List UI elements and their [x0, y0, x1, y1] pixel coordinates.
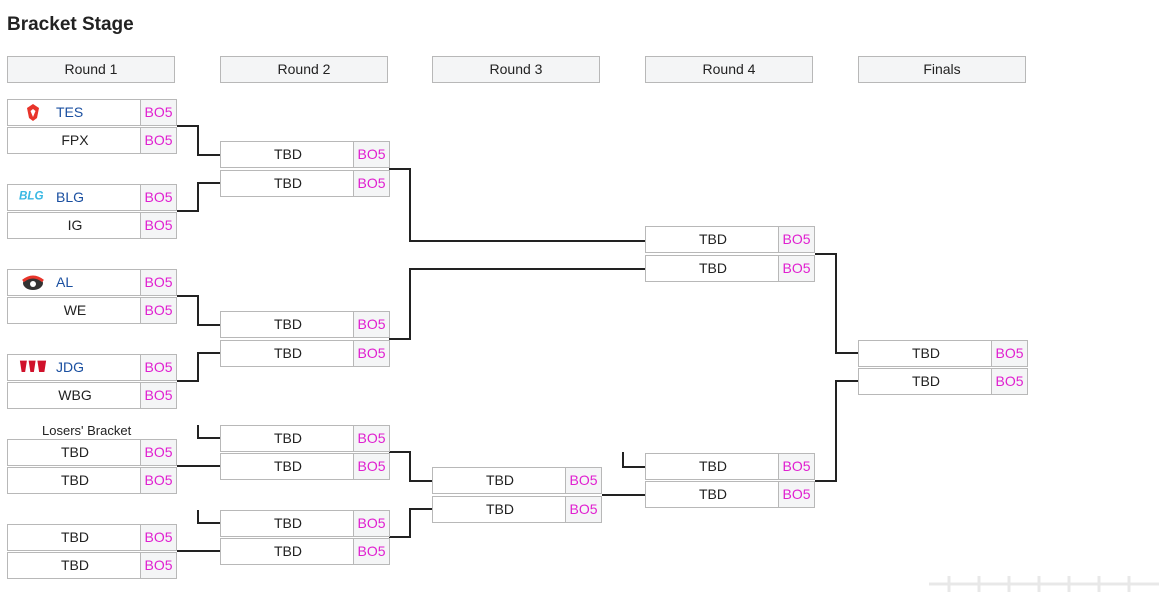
team-name: TBD — [912, 373, 940, 389]
match-slot[interactable]: TBD BO5 — [220, 425, 390, 452]
round-3-header: Round 3 — [432, 56, 600, 83]
series-format-badge: BO5 — [140, 185, 176, 210]
team-name: TBD — [274, 146, 302, 162]
team-name: TBD — [61, 557, 89, 573]
match-slot[interactable]: TBD BO5 — [645, 226, 815, 253]
team-name: TBD — [274, 430, 302, 446]
team-name: TBD — [61, 529, 89, 545]
team-name: TBD — [274, 515, 302, 531]
match-slot[interactable]: JDG BO5 — [7, 354, 177, 381]
match-slot[interactable]: TBD BO5 — [220, 170, 390, 197]
team-name: TBD — [486, 501, 514, 517]
series-format-badge: BO5 — [140, 213, 176, 238]
series-format-badge: BO5 — [778, 454, 814, 479]
match-slot[interactable]: TBD BO5 — [645, 453, 815, 480]
match-slot[interactable]: TBD BO5 — [7, 439, 177, 466]
round-2-header: Round 2 — [220, 56, 388, 83]
series-format-badge: BO5 — [140, 525, 176, 550]
series-format-badge: BO5 — [140, 468, 176, 493]
match-slot[interactable]: TBD BO5 — [7, 552, 177, 579]
jdg-logo-icon — [19, 358, 47, 377]
match-slot[interactable]: TBD BO5 — [858, 368, 1028, 395]
team-name: TBD — [274, 316, 302, 332]
team-name: TBD — [699, 231, 727, 247]
team-name: WE — [63, 302, 87, 318]
team-name: TBD — [274, 175, 302, 191]
match-slot[interactable]: TBD BO5 — [220, 510, 390, 537]
series-format-badge: BO5 — [140, 440, 176, 465]
team-name: FPX — [61, 132, 89, 148]
team-name: TBD — [274, 458, 302, 474]
match-slot[interactable]: WE BO5 — [7, 297, 177, 324]
tes-logo-icon — [19, 103, 47, 122]
series-format-badge: BO5 — [353, 142, 389, 167]
team-name[interactable]: BLG — [56, 189, 85, 205]
series-format-badge: BO5 — [991, 341, 1027, 366]
match-slot[interactable]: TES BO5 — [7, 99, 177, 126]
match-slot[interactable]: TBD BO5 — [220, 340, 390, 367]
series-format-badge: BO5 — [565, 468, 601, 493]
page-title: Bracket Stage — [7, 14, 134, 35]
match-slot[interactable]: IG BO5 — [7, 212, 177, 239]
faded-decoration — [929, 576, 1159, 592]
finals-header: Finals — [858, 56, 1026, 83]
team-name: TBD — [61, 444, 89, 460]
match-slot[interactable]: FPX BO5 — [7, 127, 177, 154]
series-format-badge: BO5 — [565, 497, 601, 522]
match-slot[interactable]: TBD BO5 — [7, 467, 177, 494]
team-name[interactable]: AL — [56, 274, 74, 290]
team-name: TBD — [699, 486, 727, 502]
series-format-badge: BO5 — [778, 482, 814, 507]
team-name: TBD — [486, 472, 514, 488]
match-slot[interactable]: TBD BO5 — [220, 141, 390, 168]
series-format-badge: BO5 — [353, 312, 389, 337]
series-format-badge: BO5 — [140, 270, 176, 295]
series-format-badge: BO5 — [353, 454, 389, 479]
match-slot[interactable]: TBD BO5 — [432, 496, 602, 523]
match-slot[interactable]: TBD BO5 — [645, 255, 815, 282]
match-slot[interactable]: TBD BO5 — [220, 453, 390, 480]
series-format-badge: BO5 — [778, 227, 814, 252]
series-format-badge: BO5 — [353, 539, 389, 564]
match-slot[interactable]: TBD BO5 — [220, 311, 390, 338]
round-1-header: Round 1 — [7, 56, 175, 83]
team-name[interactable]: JDG — [56, 359, 84, 375]
series-format-badge: BO5 — [778, 256, 814, 281]
team-name: TBD — [274, 345, 302, 361]
series-format-badge: BO5 — [991, 369, 1027, 394]
series-format-badge: BO5 — [140, 355, 176, 380]
series-format-badge: BO5 — [140, 298, 176, 323]
svg-text:BLG: BLG — [19, 190, 44, 203]
team-name: TBD — [274, 543, 302, 559]
series-format-badge: BO5 — [140, 553, 176, 578]
match-slot[interactable]: BLG BLG BO5 — [7, 184, 177, 211]
al-logo-icon — [19, 273, 47, 292]
match-slot[interactable]: TBD BO5 — [432, 467, 602, 494]
match-slot[interactable]: TBD BO5 — [7, 524, 177, 551]
match-slot[interactable]: WBG BO5 — [7, 382, 177, 409]
series-format-badge: BO5 — [140, 128, 176, 153]
match-slot[interactable]: TBD BO5 — [645, 481, 815, 508]
series-format-badge: BO5 — [140, 383, 176, 408]
series-format-badge: BO5 — [353, 341, 389, 366]
blg-logo-icon: BLG — [19, 188, 47, 207]
team-name: TBD — [912, 345, 940, 361]
series-format-badge: BO5 — [140, 100, 176, 125]
series-format-badge: BO5 — [353, 426, 389, 451]
team-name: WBG — [58, 387, 92, 403]
team-name: IG — [67, 217, 83, 233]
match-slot[interactable]: TBD BO5 — [220, 538, 390, 565]
match-slot[interactable]: AL BO5 — [7, 269, 177, 296]
team-name: TBD — [61, 472, 89, 488]
round-4-header: Round 4 — [645, 56, 813, 83]
team-name[interactable]: TES — [56, 104, 84, 120]
team-name: TBD — [699, 260, 727, 276]
losers-bracket-label: Losers' Bracket — [42, 423, 132, 438]
team-name: TBD — [699, 458, 727, 474]
series-format-badge: BO5 — [353, 171, 389, 196]
match-slot[interactable]: TBD BO5 — [858, 340, 1028, 367]
series-format-badge: BO5 — [353, 511, 389, 536]
